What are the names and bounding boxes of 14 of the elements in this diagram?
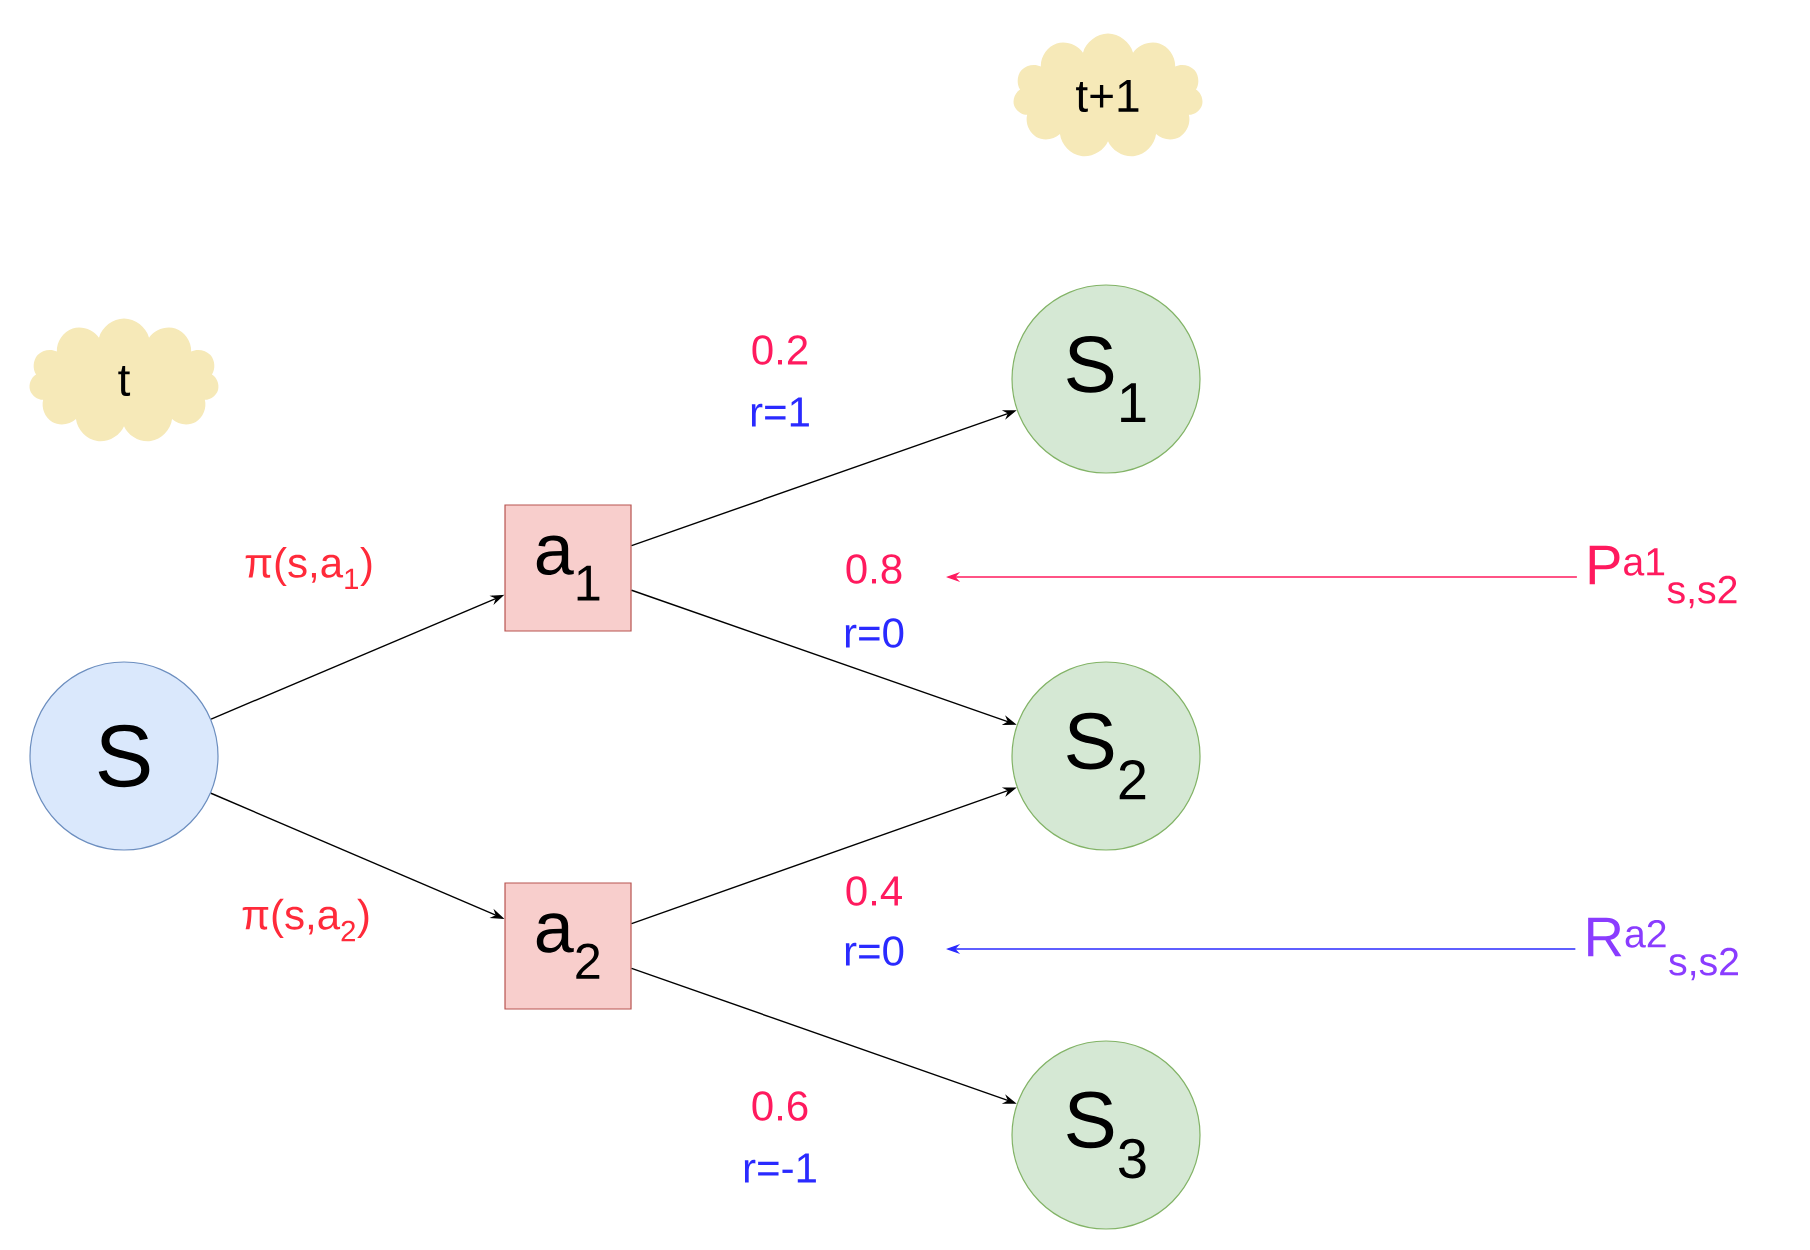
edge-label: π(s,a$_{1}$) [245, 546, 372, 590]
annotation-text: P$^{a1}$s,s2 [1589, 545, 1737, 609]
edge-label: 0.2 [752, 335, 808, 365]
reward-label: r=-1 [744, 1153, 816, 1183]
annotation-text: R$^{a2}$s,s2 [1588, 917, 1738, 981]
edge-label: 0.6 [752, 1091, 808, 1121]
edge-label: π(s,a$_{2}$) [242, 898, 369, 942]
reward-label: r=0 [845, 618, 904, 648]
action-box: a$_{1}$ [504, 504, 632, 632]
action-box: a$_{2}$ [504, 882, 632, 1010]
edge-label: 0.4 [846, 876, 902, 906]
reward-label: r=1 [751, 397, 809, 427]
edge-label: 0.8 [846, 554, 902, 584]
reward-label: r=0 [845, 936, 904, 966]
